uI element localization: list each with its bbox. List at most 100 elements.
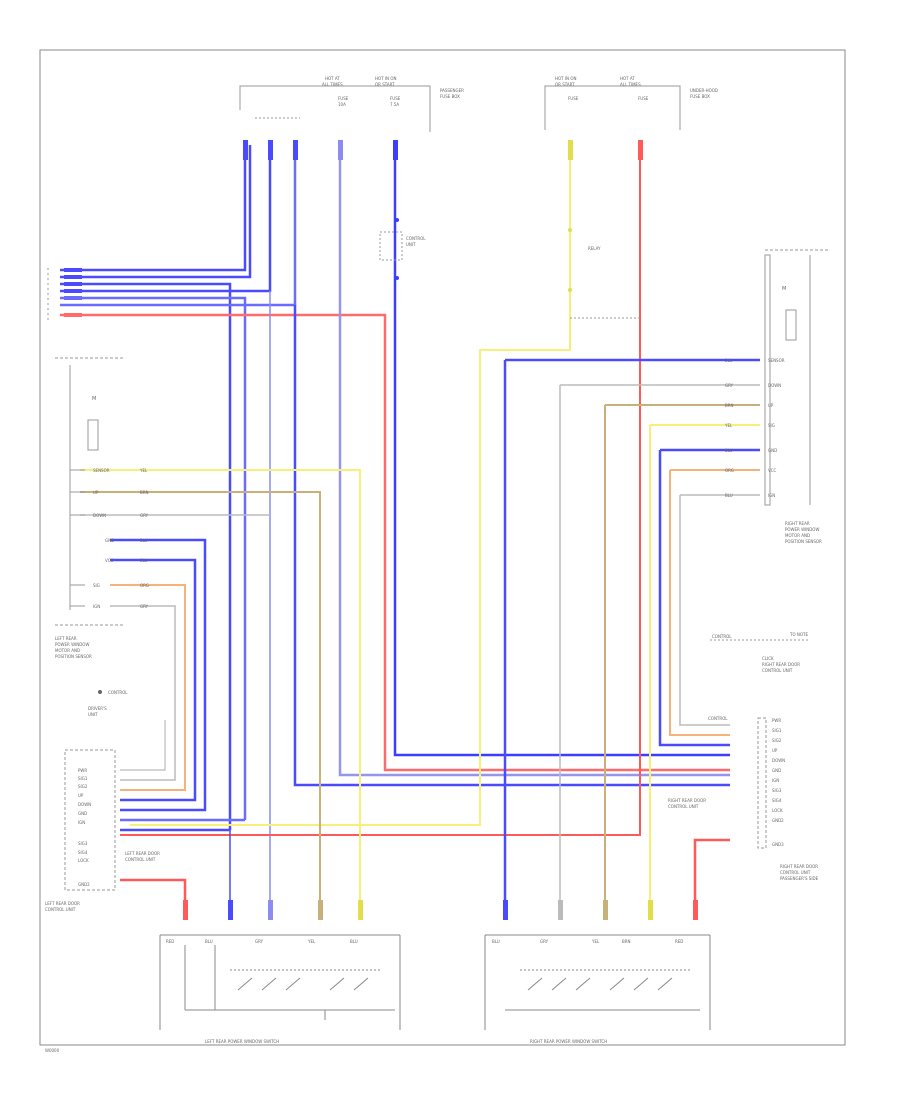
right-switch-label: GRY [540,939,549,944]
svg-text:CONTROL UNIT: CONTROL UNIT [125,857,156,862]
svg-text:UNDER-HOOD: UNDER-HOOD [690,88,718,93]
svg-text:YEL: YEL [139,468,148,473]
svg-text:CLICK: CLICK [762,656,774,661]
svg-text:DOWN: DOWN [78,802,91,807]
svg-text:RIGHT REAR DOOR: RIGHT REAR DOOR [762,662,800,667]
svg-text:RIGHT REAR DOOR: RIGHT REAR DOOR [668,798,706,803]
right-switch-box [484,934,711,1030]
left-switch-label: GRY [255,939,264,944]
svg-text:POSITION SENSOR: POSITION SENSOR [785,539,822,544]
svg-text:POWER WINDOW: POWER WINDOW [55,642,89,647]
svg-text:CONTROL UNIT: CONTROL UNIT [762,668,793,673]
svg-text:BRN: BRN [140,490,149,495]
svg-text:FUSE: FUSE [638,96,649,101]
svg-text:UNIT: UNIT [88,712,98,717]
svg-text:M: M [92,396,96,402]
svg-text:FUSE BOX: FUSE BOX [690,94,710,99]
svg-text:UP: UP [772,748,778,753]
svg-text:MOTOR AND: MOTOR AND [55,648,80,653]
svg-text:BRN: BRN [725,403,734,408]
svg-text:CONTROL: CONTROL [712,634,732,639]
svg-text:VCC: VCC [768,468,777,473]
svg-text:HOT AT: HOT AT [325,76,340,81]
svg-text:ALL TIMES: ALL TIMES [322,82,343,87]
svg-text:ORG: ORG [140,583,149,588]
left-switch-labels: RED BLU GRY YEL BLU [166,939,358,944]
right-switch-label: BLU [492,939,500,944]
left-switch-feed [120,830,231,905]
svg-text:FUSE BOX: FUSE BOX [440,94,460,99]
footer-code: W0000 [45,1048,60,1053]
right-top-wires [120,145,760,905]
left-mirror-wires [80,469,361,905]
svg-text:SIG3: SIG3 [78,841,88,846]
svg-text:SIG1: SIG1 [78,776,88,781]
svg-text:SIG2: SIG2 [78,784,88,789]
svg-text:GRY: GRY [140,604,149,609]
svg-text:IGN: IGN [772,778,779,783]
svg-text:DRIVER'S: DRIVER'S [88,706,107,711]
svg-text:POSITION SENSOR: POSITION SENSOR [55,654,92,659]
svg-text:BLU: BLU [140,538,148,543]
left-switch-label: BLU [205,939,213,944]
svg-text:DOWN: DOWN [93,513,106,518]
svg-text:SIG: SIG [93,583,100,588]
svg-text:GRY: GRY [140,513,149,518]
svg-text:SIG3: SIG3 [772,788,782,793]
svg-text:OR START: OR START [375,82,395,87]
svg-text:CONTROL: CONTROL [108,690,128,695]
svg-text:GRY: GRY [725,383,734,388]
svg-text:IGN: IGN [78,820,85,825]
svg-text:ORG: ORG [725,468,734,473]
svg-text:CONTROL UNIT: CONTROL UNIT [668,804,699,809]
svg-text:GND: GND [78,811,87,816]
left-top-harness [60,145,730,830]
diagram-frame [39,49,846,1046]
svg-text:HOT IN ON: HOT IN ON [555,76,576,81]
right-switch-label: RED [675,939,683,944]
svg-text:GND: GND [772,768,781,773]
right-switch-label: BRN [622,939,631,944]
svg-text:7.5A: 7.5A [390,102,399,107]
svg-text:CONTROL: CONTROL [708,716,728,721]
svg-text:IGN: IGN [768,493,775,498]
svg-text:GND: GND [768,448,777,453]
svg-text:BLU: BLU [725,448,733,453]
svg-text:FUSE: FUSE [338,96,349,101]
left-switch-label: YEL [307,939,316,944]
svg-text:CONTROL UNIT: CONTROL UNIT [780,870,811,875]
right-junction: RELAY [568,228,640,319]
left-switch-label: RED [166,939,174,944]
svg-text:UNIT: UNIT [406,242,416,247]
svg-text:IGN: IGN [93,604,100,609]
svg-text:SENSOR: SENSOR [768,358,785,363]
svg-text:LOCK: LOCK [772,808,783,813]
right-switch-title: RIGHT REAR POWER WINDOW SWITCH [530,1039,607,1044]
svg-text:LEFT REAR DOOR: LEFT REAR DOOR [45,901,80,906]
svg-text:SIG4: SIG4 [78,850,88,855]
svg-text:RIGHT REAR: RIGHT REAR [785,521,810,526]
svg-text:OR START: OR START [555,82,575,87]
right-switch-labels: BLU GRY YEL BRN RED [492,939,683,944]
svg-text:MOTOR AND: MOTOR AND [785,533,810,538]
svg-text:PASSENGER'S SIDE: PASSENGER'S SIDE [780,876,819,881]
svg-text:PWR: PWR [772,718,781,723]
svg-text:YEL: YEL [724,423,733,428]
svg-text:FUSE: FUSE [390,96,401,101]
svg-text:10A: 10A [338,102,346,107]
svg-text:BLU: BLU [725,493,733,498]
svg-text:CONTROL UNIT: CONTROL UNIT [45,907,76,912]
svg-text:BLU: BLU [725,358,733,363]
svg-text:TO NOTE: TO NOTE [789,632,808,637]
svg-text:PASSENGER: PASSENGER [440,88,464,93]
svg-text:GND3: GND3 [772,842,784,847]
svg-text:BLU: BLU [140,558,148,563]
svg-text:RELAY: RELAY [588,246,601,251]
svg-text:SIG2: SIG2 [772,738,782,743]
svg-text:UP: UP [93,490,99,495]
